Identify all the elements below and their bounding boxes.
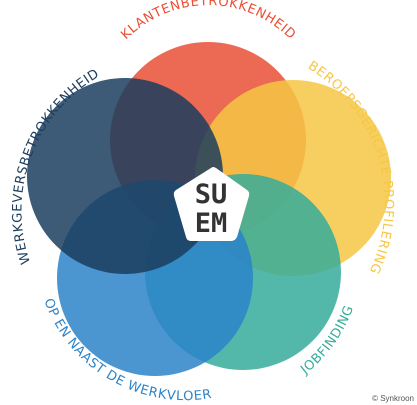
copyright-credit: © Synkroon (372, 394, 414, 403)
center-label-em: EM (195, 208, 228, 239)
circle-werkgeversbetrokkenheid (27, 78, 223, 274)
center-pentagon (173, 167, 250, 241)
label-klantenbetrokkenheid: KLANTENBETROKKENHEID (118, 0, 298, 43)
circle-layer (27, 42, 391, 376)
center-badge: SU EM (173, 167, 250, 241)
center-label-su: SU (195, 179, 228, 210)
